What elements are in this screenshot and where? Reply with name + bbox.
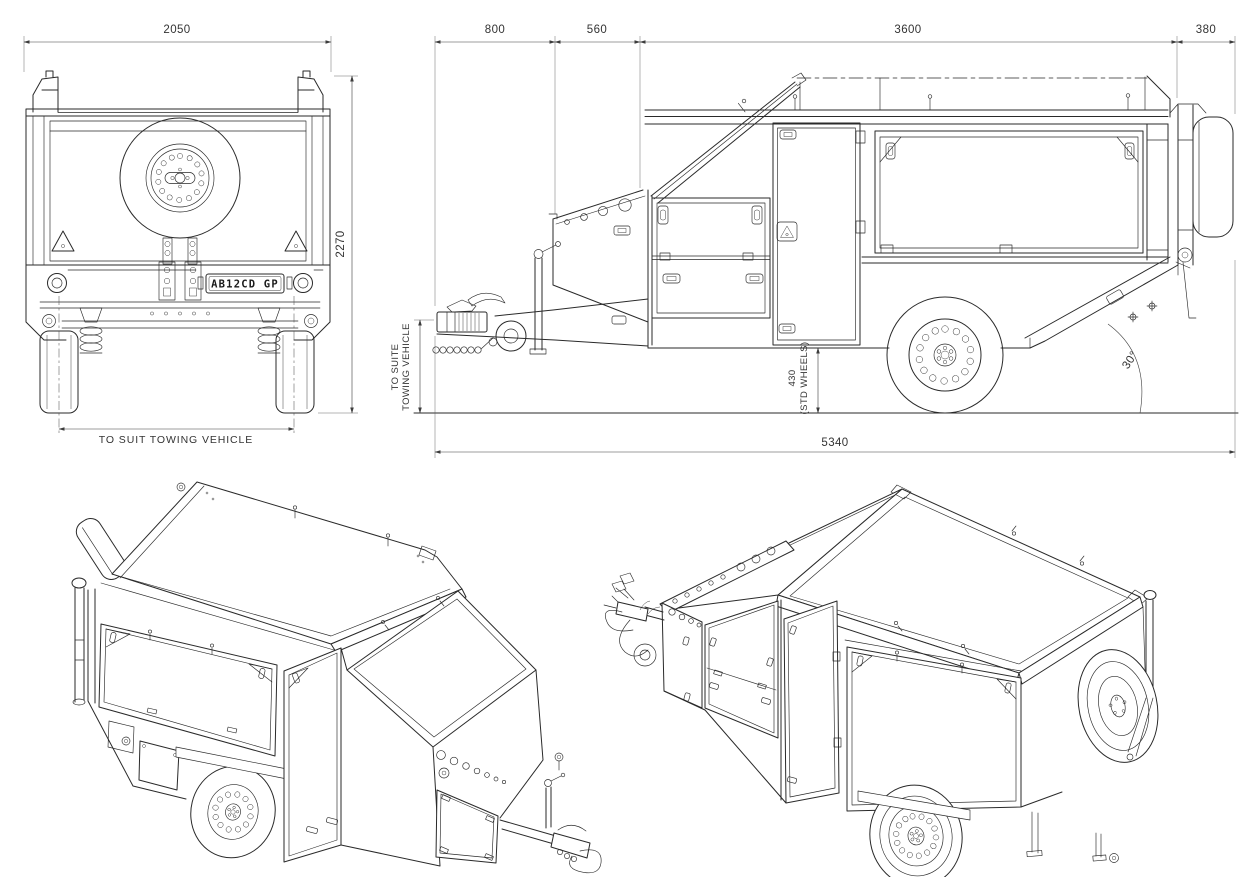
- jockey-winch: [488, 241, 561, 355]
- warning-triangle-right: [284, 230, 308, 252]
- side-wheel: [886, 296, 1004, 414]
- iso1-mid-door: [283, 647, 342, 863]
- taillight-right: [293, 273, 313, 293]
- dim-body-label: 3600: [894, 24, 921, 36]
- iso2-front-box: [661, 602, 706, 711]
- spare-wheel-rear: [119, 117, 241, 239]
- hitch-note-2: TOWING VEHICLE: [401, 323, 412, 411]
- dim-track-label: TO SUIT TOWING VEHICLE: [99, 434, 253, 446]
- iso1-rear-pole: [71, 577, 87, 706]
- rear-suspension: [39, 301, 321, 354]
- iso2-nose-side-door: [704, 599, 782, 801]
- dim-chain-top: 800 560 3600 380: [434, 24, 1236, 306]
- dim-nose-box-label: 560: [587, 24, 607, 36]
- dim-hitch-label: 800: [485, 24, 505, 36]
- dim-overall-length: 5340: [434, 260, 1236, 458]
- dim-departure-angle: 30°: [1107, 323, 1143, 414]
- iso2-spare-wheel: [1077, 649, 1159, 763]
- side-view: 800 560 3600 380 5340 TO SUITE TOWING VE…: [390, 24, 1239, 458]
- roof-clamps: [737, 93, 1131, 113]
- rear-skirt: [1002, 256, 1191, 349]
- rear-wall-and-spare: [1146, 103, 1234, 319]
- handbrake-lever: [467, 292, 506, 307]
- coupler: [436, 299, 488, 333]
- iso2-cables: [604, 572, 661, 667]
- dim-hitch-height: TO SUITE TOWING VEHICLE: [390, 319, 434, 414]
- iso-view-front-left: [71, 481, 602, 874]
- iso2-mid-door: [783, 600, 842, 804]
- dim-overall-height: 2270: [318, 75, 358, 414]
- license-plate: AB12CD GP: [197, 273, 293, 294]
- spare-carrier: [158, 237, 202, 301]
- iso1-small-door: [138, 740, 180, 791]
- dim-track-width: TO SUIT TOWING VEHICLE: [58, 427, 295, 446]
- iso2-fender: [857, 790, 971, 821]
- big-side-door: [874, 130, 1144, 254]
- dim-overall-width: 2050: [23, 24, 332, 72]
- nose-box: [548, 189, 649, 323]
- iso2-underbody: [704, 709, 1119, 863]
- iso1-lid-rim: [330, 588, 467, 653]
- dim-ground-clearance: 430 (STD WHEELS): [787, 342, 826, 415]
- hitch-assembly: [432, 241, 649, 355]
- iso2-spare-bracket: [1127, 697, 1154, 757]
- iso1-front-box: [340, 647, 544, 867]
- iso1-hitch: [499, 752, 602, 874]
- iso1-big-door: [98, 623, 278, 757]
- iso2-big-door: [844, 639, 1022, 812]
- iso-view-rear-right: [603, 484, 1159, 877]
- rear-view: 2050 2270: [23, 24, 358, 446]
- dim-overall-width-label: 2050: [163, 24, 190, 36]
- dim-overall-height-label: 2270: [335, 230, 347, 257]
- middle-door: [772, 122, 866, 346]
- clearance-note: (STD WHEELS): [799, 342, 810, 415]
- safety-chain: [432, 337, 494, 354]
- iso1-flank: [87, 582, 335, 800]
- iso2-rear-pole: [1142, 590, 1157, 701]
- hitch-note-1: TO SUITE: [390, 344, 401, 391]
- rear-wheel-right: [275, 330, 315, 414]
- spare-wheel-side: [1192, 116, 1234, 238]
- iso1-wheel: [190, 765, 276, 859]
- iso1-access-plate: [107, 720, 135, 754]
- dim-overhang-label: 380: [1196, 24, 1216, 36]
- warning-decal: [776, 221, 798, 242]
- dim-overall-length-label: 5340: [821, 437, 848, 449]
- clearance-label: 430: [787, 369, 798, 386]
- warning-triangle-left: [51, 230, 75, 252]
- iso2-hitch: [603, 572, 665, 667]
- taillight-left: [47, 273, 67, 293]
- departure-angle-label: 30°: [1120, 349, 1140, 371]
- front-lower-doors: [651, 197, 771, 319]
- license-plate-text: AB12CD GP: [211, 279, 279, 291]
